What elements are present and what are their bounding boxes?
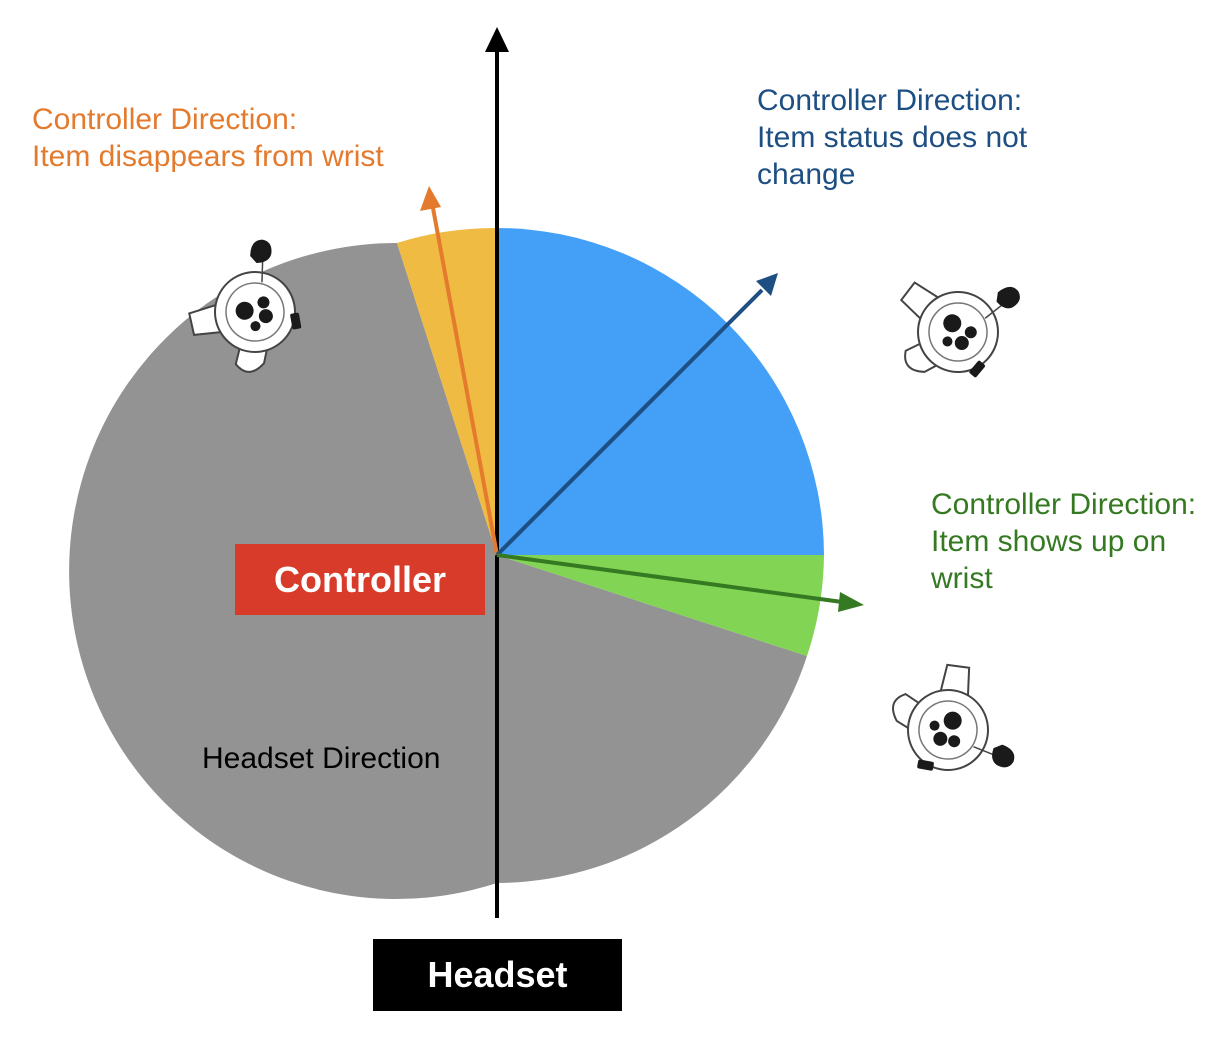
- orange-label-line1: Controller Direction:: [32, 103, 298, 136]
- green-label-line2: Item shows up on: [931, 525, 1167, 558]
- blue-arrow-head: [756, 273, 778, 296]
- vr-controller-icon: [869, 235, 1038, 406]
- green-arrow-head: [838, 592, 864, 612]
- orange-region: [397, 227, 497, 555]
- orange-arrow-head: [420, 186, 441, 211]
- gray-region-right: [497, 555, 807, 883]
- blue-arrow-line: [495, 288, 764, 557]
- orange-arrow-line: [431, 207, 499, 556]
- blue-label-line1: Controller Direction:: [757, 84, 1023, 117]
- blue-label-line2: Item status does not: [757, 121, 1028, 154]
- green-arrow-line: [496, 553, 843, 604]
- blue-label-line3: change: [757, 158, 856, 191]
- controller-box: Controller: [235, 544, 485, 615]
- green-region: [497, 555, 824, 656]
- green-direction-label: Controller Direction: Item shows up on w…: [931, 486, 1196, 597]
- headset-box: Headset: [373, 939, 622, 1011]
- headset-axis-arrowhead: [485, 27, 509, 52]
- green-label-line3: wrist: [931, 562, 993, 595]
- headset-direction-label: Headset Direction: [202, 742, 441, 775]
- green-label-line1: Controller Direction:: [931, 488, 1197, 521]
- blue-direction-label: Controller Direction: Item status does n…: [757, 82, 1027, 193]
- orange-direction-label: Controller Direction: Item disappears fr…: [32, 101, 384, 175]
- vr-controller-icon: [882, 654, 1030, 786]
- orange-label-line2: Item disappears from wrist: [32, 140, 384, 173]
